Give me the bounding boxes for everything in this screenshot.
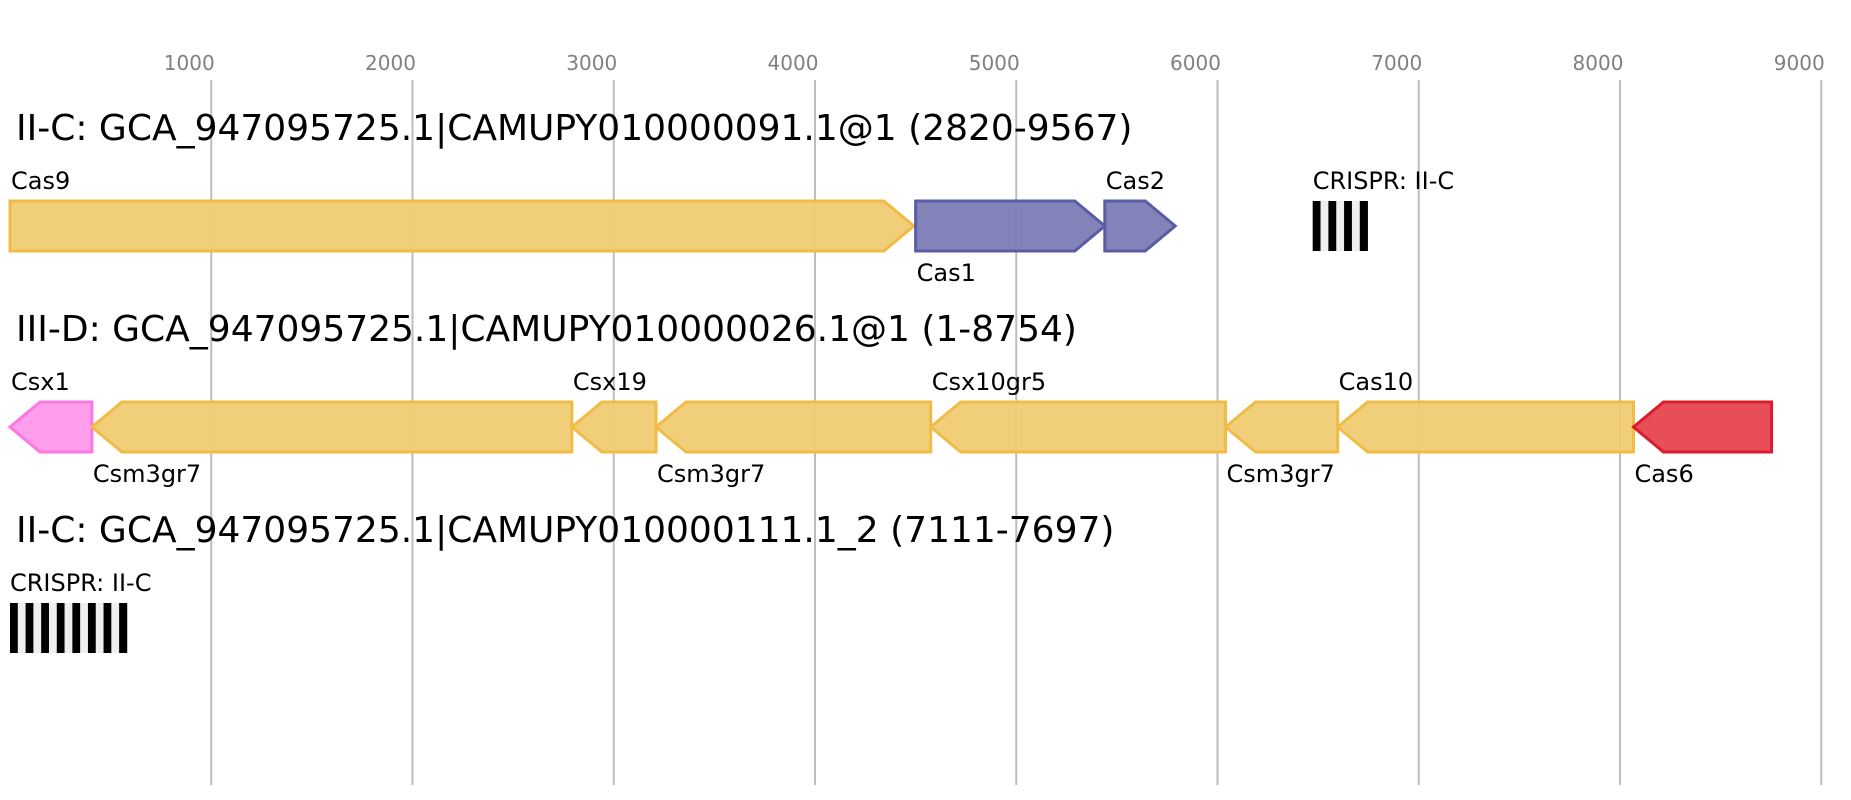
tick-label: 9000 bbox=[1774, 51, 1825, 75]
tick-label: 4000 bbox=[768, 51, 819, 75]
gene-arrow-cas2 bbox=[1103, 199, 1178, 253]
gene-arrow-csm3gr7 bbox=[89, 400, 574, 454]
gene-label: Csm3gr7 bbox=[657, 460, 765, 488]
tracks: II-C: GCA_947095725.1|CAMUPY010000091.1@… bbox=[7, 108, 1774, 653]
gene: Cas10 bbox=[1335, 368, 1635, 454]
gene: Cas6 bbox=[1631, 400, 1774, 488]
gene-arrow-cas9 bbox=[8, 199, 917, 253]
crispr-spacer bbox=[64, 603, 73, 653]
gene: Cas1 bbox=[914, 199, 1108, 287]
gene-arrow-cas1 bbox=[914, 199, 1108, 253]
gene: Cas9 bbox=[8, 167, 917, 253]
crispr-spacer bbox=[1336, 201, 1345, 251]
crispr-spacer bbox=[1351, 201, 1361, 251]
crispr-repeat bbox=[72, 603, 81, 653]
tick-label: 5000 bbox=[969, 51, 1020, 75]
gene-arrow-csx19 bbox=[569, 400, 658, 454]
crispr-repeat bbox=[1312, 201, 1321, 251]
gene-label: Csm3gr7 bbox=[1227, 460, 1335, 488]
crispr-spacer bbox=[1320, 201, 1329, 251]
crispr-spacer bbox=[111, 603, 120, 653]
crispr-spacer bbox=[80, 603, 89, 653]
gene-label: Cas9 bbox=[11, 167, 70, 195]
gene-arrow-csm3gr7 bbox=[653, 400, 933, 454]
gene-label: Csx19 bbox=[573, 368, 647, 396]
gene-label: Csm3gr7 bbox=[93, 460, 201, 488]
track-title: II-C: GCA_947095725.1|CAMUPY010000091.1@… bbox=[16, 108, 1132, 149]
gene: Cas2 bbox=[1103, 167, 1178, 253]
crispr-repeat bbox=[103, 603, 112, 653]
gene-label: Csx1 bbox=[11, 368, 70, 396]
track: III-D: GCA_947095725.1|CAMUPY010000026.1… bbox=[7, 309, 1774, 488]
gene-arrow-cas10 bbox=[1335, 400, 1635, 454]
gene-label: Cas1 bbox=[917, 259, 976, 287]
crispr-repeat bbox=[119, 603, 128, 653]
crispr-spacer bbox=[17, 603, 26, 653]
gene-label: Cas6 bbox=[1634, 460, 1693, 488]
tick-label: 3000 bbox=[566, 51, 617, 75]
gene-arrow-csx1 bbox=[7, 400, 94, 454]
tick-label: 7000 bbox=[1371, 51, 1422, 75]
gene-label: Cas10 bbox=[1339, 368, 1414, 396]
crispr-repeat bbox=[1344, 201, 1353, 251]
tick-label: 1000 bbox=[164, 51, 215, 75]
crispr-repeat bbox=[10, 603, 19, 653]
track: II-C: GCA_947095725.1|CAMUPY010000111.1_… bbox=[10, 510, 1114, 653]
track: II-C: GCA_947095725.1|CAMUPY010000091.1@… bbox=[8, 108, 1454, 287]
crispr-spacer bbox=[95, 603, 104, 653]
gene-arrow-cas6 bbox=[1631, 400, 1774, 454]
gene-label: Csx10gr5 bbox=[932, 368, 1046, 396]
crispr-repeat bbox=[41, 603, 50, 653]
track-title: III-D: GCA_947095725.1|CAMUPY010000026.1… bbox=[16, 309, 1077, 350]
gene: Csx10gr5 bbox=[928, 368, 1228, 454]
gene-arrow-csm3gr7 bbox=[1223, 400, 1340, 454]
crispr-repeat bbox=[1359, 201, 1368, 251]
crispr-label: CRISPR: II-C bbox=[1313, 167, 1454, 195]
track-title: II-C: GCA_947095725.1|CAMUPY010000111.1_… bbox=[16, 510, 1114, 551]
tick-label: 2000 bbox=[365, 51, 416, 75]
tick-label: 8000 bbox=[1573, 51, 1624, 75]
gene-arrow-csx10gr5 bbox=[928, 400, 1228, 454]
gene: Csx19 bbox=[569, 368, 658, 454]
crispr-array: CRISPR: II-C bbox=[1312, 167, 1454, 251]
crispr-repeat bbox=[1328, 201, 1337, 251]
gene: Csm3gr7 bbox=[89, 400, 574, 488]
crispr-array: CRISPR: II-C bbox=[10, 569, 151, 653]
crispr-spacer bbox=[48, 603, 58, 653]
gene-label: Cas2 bbox=[1106, 167, 1165, 195]
crispr-repeat bbox=[87, 603, 97, 653]
crispr-spacer bbox=[33, 603, 42, 653]
tick-label: 6000 bbox=[1170, 51, 1221, 75]
gene: Csm3gr7 bbox=[653, 400, 933, 488]
gene: Csx1 bbox=[7, 368, 94, 454]
crispr-repeat bbox=[56, 603, 65, 653]
crispr-label: CRISPR: II-C bbox=[10, 569, 151, 597]
crispr-repeat bbox=[25, 603, 34, 653]
gene: Csm3gr7 bbox=[1223, 400, 1340, 488]
